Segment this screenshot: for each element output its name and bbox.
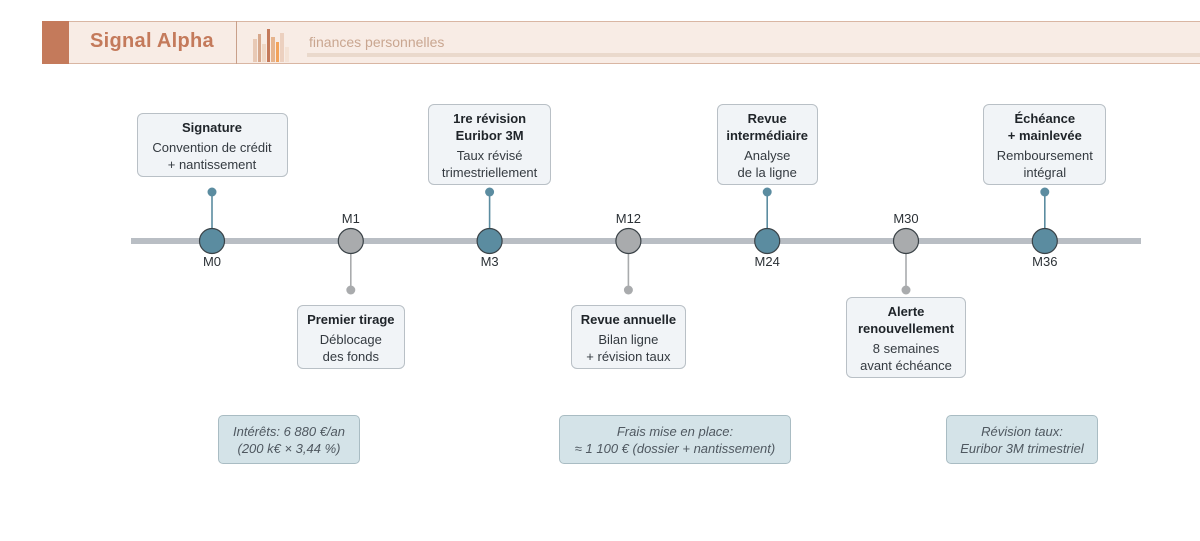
- cost-note: Intérêts: 6 880 €/an (200 k€ × 3,44 %): [218, 415, 360, 464]
- milestone-title: Signature: [182, 120, 242, 135]
- connector-dot: [623, 285, 633, 295]
- milestone-label: M30: [893, 211, 919, 226]
- brand-name: Signal Alpha: [90, 30, 214, 52]
- connector-dot: [901, 285, 911, 295]
- milestone-description: Bilan ligne + révision taux: [586, 332, 671, 364]
- milestone-label: M1: [341, 211, 360, 226]
- bar-chart-logo-icon: [253, 29, 289, 62]
- cost-note: Révision taux: Euribor 3M trimestriel: [946, 415, 1098, 464]
- milestone-label: M3: [480, 254, 499, 269]
- milestone-card: 1re révision Euribor 3M Taux révisé trime…: [428, 104, 552, 185]
- connector-dot: [1040, 187, 1050, 197]
- milestone-description: Taux révisé trimestriellement: [441, 148, 538, 180]
- milestone-node: [754, 227, 781, 255]
- milestone-description: Convention de crédit + nantissement: [152, 140, 272, 172]
- milestone-description: Remboursement intégral: [996, 148, 1093, 180]
- connector-dot: [207, 187, 217, 197]
- connector-dot: [762, 187, 772, 197]
- milestone-description: 8 semaines avant échéance: [860, 341, 952, 373]
- milestone-label: M36: [1032, 254, 1058, 269]
- milestone-node: [892, 227, 920, 255]
- subtitle-rule: [307, 53, 1200, 57]
- milestone-node: [198, 227, 226, 255]
- milestone-node: [476, 227, 503, 255]
- milestone-node: [1031, 227, 1058, 255]
- milestone-label: M0: [202, 254, 222, 269]
- milestone-title: Revue intermédiaire: [726, 111, 809, 143]
- milestone-title: Revue annuelle: [580, 312, 677, 327]
- milestone-description: Analyse de la ligne: [737, 148, 797, 180]
- milestone-node: [337, 227, 364, 255]
- milestone-title: 1re révision Euribor 3M: [453, 111, 527, 143]
- milestone-label: M12: [615, 211, 642, 226]
- connector-dot: [346, 285, 356, 295]
- milestone-title: Échéance + mainlevée: [1007, 111, 1082, 143]
- milestone-label: M24: [754, 254, 780, 269]
- cost-note: Frais mise en place: ≈ 1 100 € (dossier …: [559, 415, 791, 464]
- header-subtitle: finances personnelles: [309, 34, 445, 50]
- header-banner: Signal Alpha finances personnelles: [42, 21, 1200, 64]
- milestone-title: Premier tirage: [307, 312, 395, 327]
- banner-divider: [236, 21, 237, 64]
- milestone-card: Alerte renouvellement 8 semaines avant éc…: [846, 297, 966, 378]
- accent-block: [42, 21, 69, 64]
- milestone-node: [615, 227, 642, 255]
- milestone-description: Déblocage des fonds: [319, 332, 382, 364]
- connector-dot: [485, 187, 495, 197]
- milestone-title: Alerte renouvellement: [857, 304, 955, 336]
